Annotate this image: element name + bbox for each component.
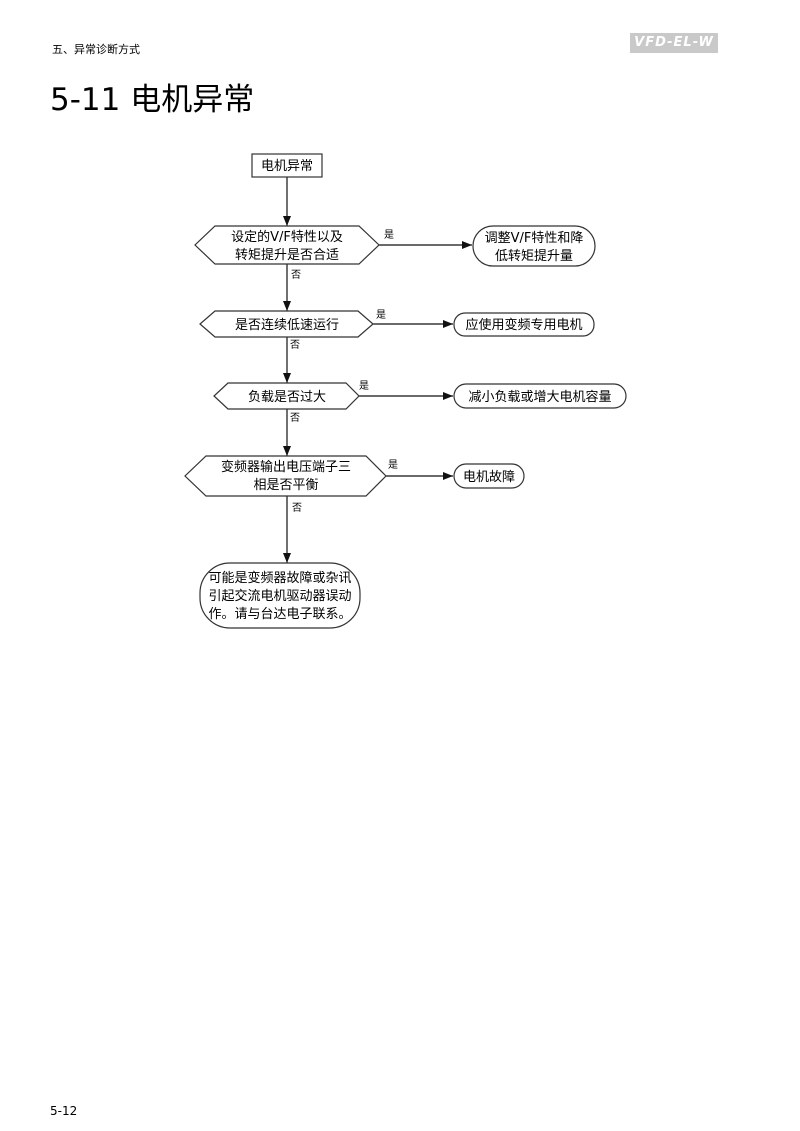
decision-vf-torque bbox=[194, 225, 380, 265]
decision-output-balance-line-2: 相是否平衡 bbox=[253, 478, 318, 493]
decision-vf-torque-no-label: 否 bbox=[291, 269, 301, 281]
decision-output-balance bbox=[184, 455, 387, 497]
decision-overload-label: 负载是否过大 bbox=[248, 390, 326, 405]
start-node-label: 电机异常 bbox=[261, 159, 313, 174]
decision-overload bbox=[213, 382, 360, 410]
end-node bbox=[199, 562, 361, 629]
action-motor-fault-label: 电机故障 bbox=[463, 470, 515, 485]
decision-vf-torque-line-2: 转矩提升是否合适 bbox=[235, 247, 339, 263]
start-node bbox=[251, 153, 323, 178]
decision-overload-yes-label: 是 bbox=[359, 380, 369, 392]
end-node-line-2: 引起交流电机驱动器误动 bbox=[208, 588, 351, 604]
decision-low-speed-no-label: 否 bbox=[290, 339, 300, 351]
action-motor-fault bbox=[453, 463, 525, 489]
action-dedicated-motor-label: 应使用变频专用电机 bbox=[465, 317, 582, 333]
action-dedicated-motor bbox=[453, 312, 595, 337]
decision-vf-torque-yes-label: 是 bbox=[384, 229, 394, 241]
end-node-line-1: 可能是变频器故障或杂讯 bbox=[208, 570, 351, 586]
action-adjust-vf bbox=[472, 225, 596, 267]
decision-output-balance-line-1: 变频器输出电压端子三 bbox=[221, 459, 351, 475]
model-badge: VFD-EL-W bbox=[630, 33, 718, 53]
decision-low-speed bbox=[199, 310, 374, 338]
action-reduce-load bbox=[453, 383, 627, 409]
decision-output-balance-yes-label: 是 bbox=[388, 459, 398, 471]
decision-low-speed-yes-label: 是 bbox=[376, 309, 386, 321]
decision-low-speed-label: 是否连续低速运行 bbox=[235, 317, 339, 333]
end-node-line-3: 作。请与台达电子联系。 bbox=[208, 607, 351, 622]
section-label: 五、异常诊断方式 bbox=[52, 43, 140, 56]
action-reduce-load-label: 减小负载或增大电机容量 bbox=[468, 389, 611, 405]
page-title: 5-11 电机异常 bbox=[50, 82, 255, 118]
decision-overload-no-label: 否 bbox=[290, 412, 300, 424]
page-number: 5-12 bbox=[50, 1104, 78, 1118]
action-adjust-vf-line-2: 低转矩提升量 bbox=[495, 248, 573, 264]
action-adjust-vf-line-1: 调整V/F特性和降 bbox=[485, 231, 584, 246]
decision-vf-torque-line-1: 设定的V/F特性以及 bbox=[231, 229, 343, 245]
decision-output-balance-no-label: 否 bbox=[292, 502, 302, 514]
